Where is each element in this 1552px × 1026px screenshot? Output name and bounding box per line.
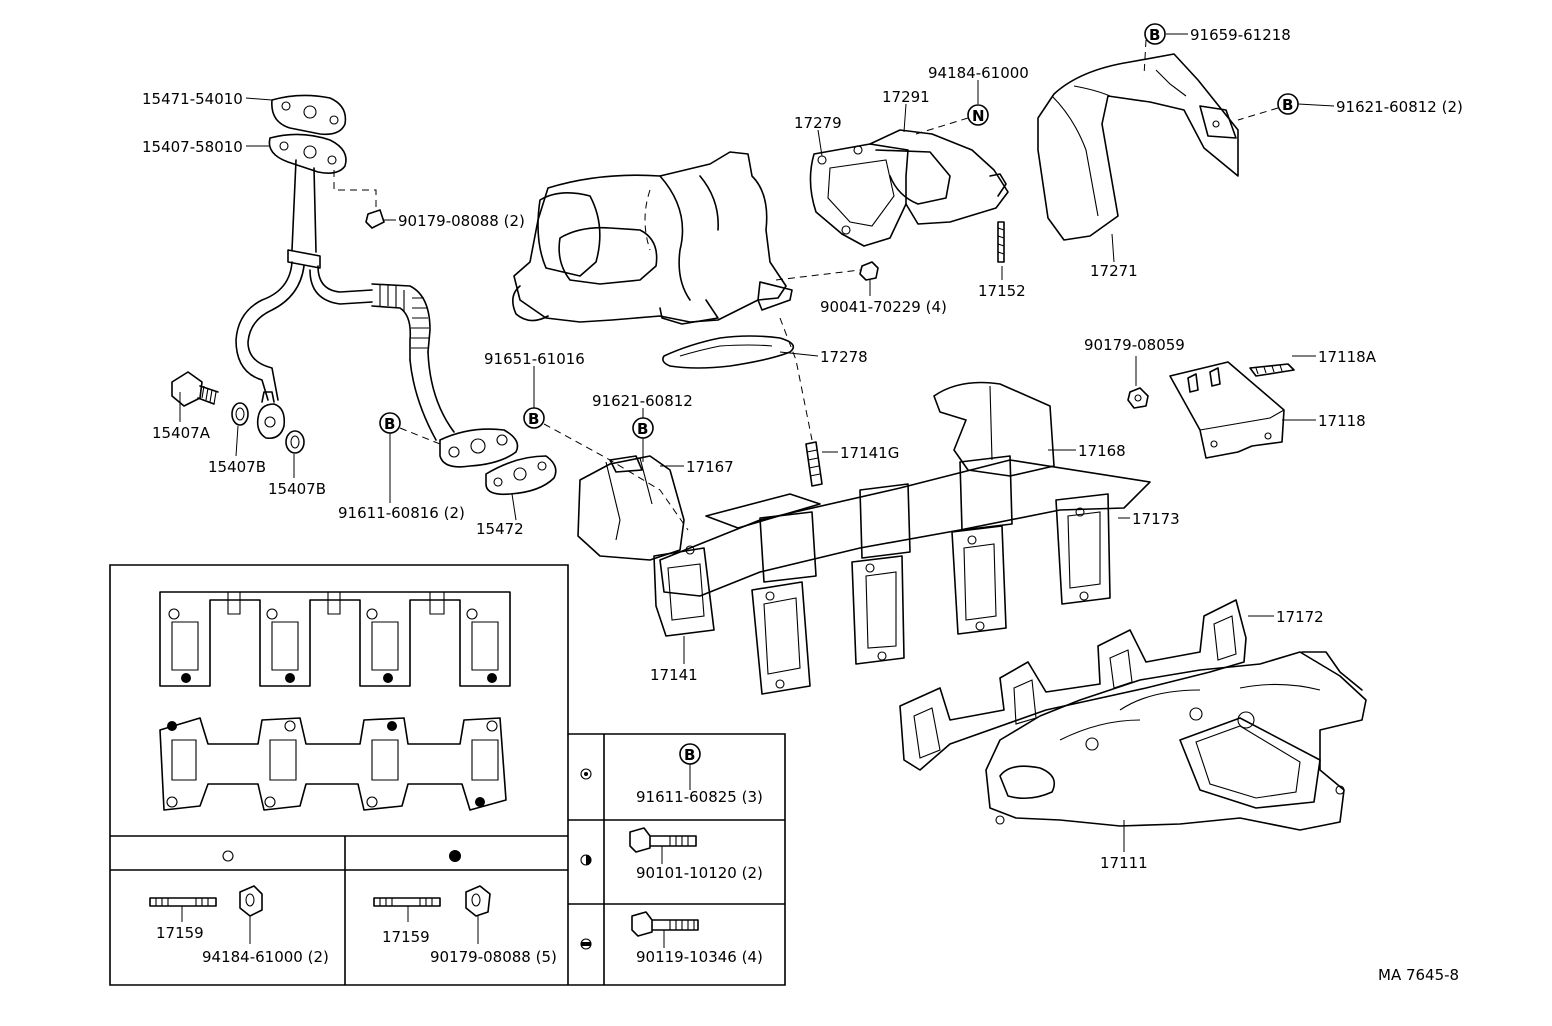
turbo-elbow — [809, 129, 1009, 247]
studs — [805, 221, 1005, 487]
label-17168: 17168 — [1078, 442, 1126, 460]
marker-symbols: B B N B B B B — [379, 23, 1299, 765]
label-15407a: 15407A — [152, 424, 211, 442]
label-94184-61000: 94184-61000 — [928, 64, 1029, 82]
heat-shield — [1037, 53, 1239, 241]
label-90179-08059: 90179-08059 — [1084, 336, 1185, 354]
label-17118: 17118 — [1318, 412, 1366, 430]
legend-91611-60825: 91611-60825 (3) — [636, 788, 763, 806]
label-17173: 17173 — [1132, 510, 1180, 528]
leader-lines — [179, 33, 1335, 852]
marker-n: N — [972, 107, 985, 125]
label-17172: 17172 — [1276, 608, 1324, 626]
part-labels: 15471-54010 15407-58010 90179-08088 (2) … — [142, 26, 1463, 984]
label-91659-61218: 91659-61218 — [1190, 26, 1291, 44]
label-17141: 17141 — [650, 666, 698, 684]
marker-b-5: B — [637, 420, 648, 438]
label-15407b-1: 15407B — [208, 458, 266, 476]
label-91651-61016: 91651-61016 — [484, 350, 585, 368]
label-17118a: 17118A — [1318, 348, 1377, 366]
label-15407b-2: 15407B — [268, 480, 326, 498]
label-91621-60812: 91621-60812 — [592, 392, 693, 410]
marker-b-3: B — [384, 415, 395, 433]
marker-b-1: B — [1149, 26, 1160, 44]
label-91611-60816: 91611-60816 (2) — [338, 504, 465, 522]
gasket-17278 — [662, 335, 795, 369]
oil-pipe-assembly — [171, 94, 557, 496]
legend-94184-61000-2: 94184-61000 (2) — [202, 948, 329, 966]
bracket-17118 — [1127, 361, 1295, 459]
label-17111: 17111 — [1100, 854, 1148, 872]
label-91621-60812-2: 91621-60812 (2) — [1336, 98, 1463, 116]
label-15471-54010: 15471-54010 — [142, 90, 243, 108]
marker-b-6: B — [684, 746, 695, 764]
marker-b-2: B — [1282, 96, 1293, 114]
label-17278: 17278 — [820, 348, 868, 366]
label-17167: 17167 — [686, 458, 734, 476]
manifold-gasket-17172 — [899, 599, 1247, 771]
fastener-legend: 91611-60825 (3) 90101-10120 (2) 90119-10… — [109, 564, 786, 986]
label-17141g: 17141G — [840, 444, 899, 462]
turbocharger — [512, 151, 793, 325]
label-90041-70229: 90041-70229 (4) — [820, 298, 947, 316]
label-15472: 15472 — [476, 520, 524, 538]
legend-90119-10346: 90119-10346 (4) — [636, 948, 763, 966]
label-15407-58010: 15407-58010 — [142, 138, 243, 156]
legend-17159-b: 17159 — [382, 928, 430, 946]
label-17279: 17279 — [794, 114, 842, 132]
legend-17159-a: 17159 — [156, 924, 204, 942]
legend-90179-08088-5: 90179-08088 (5) — [430, 948, 557, 966]
label-17152: 17152 — [978, 282, 1026, 300]
label-90179-08088-2: 90179-08088 (2) — [398, 212, 525, 230]
insulator-17168 — [933, 381, 1055, 477]
manifold-gasket-17173 — [653, 455, 1151, 695]
label-17271: 17271 — [1090, 262, 1138, 280]
exhaust-manifold-17111 — [985, 651, 1367, 831]
insulator-17167 — [577, 455, 685, 561]
marker-b-4: B — [528, 410, 539, 428]
label-17291: 17291 — [882, 88, 930, 106]
diagram-code: MA 7645-8 — [1378, 966, 1459, 984]
legend-90101-10120: 90101-10120 (2) — [636, 864, 763, 882]
